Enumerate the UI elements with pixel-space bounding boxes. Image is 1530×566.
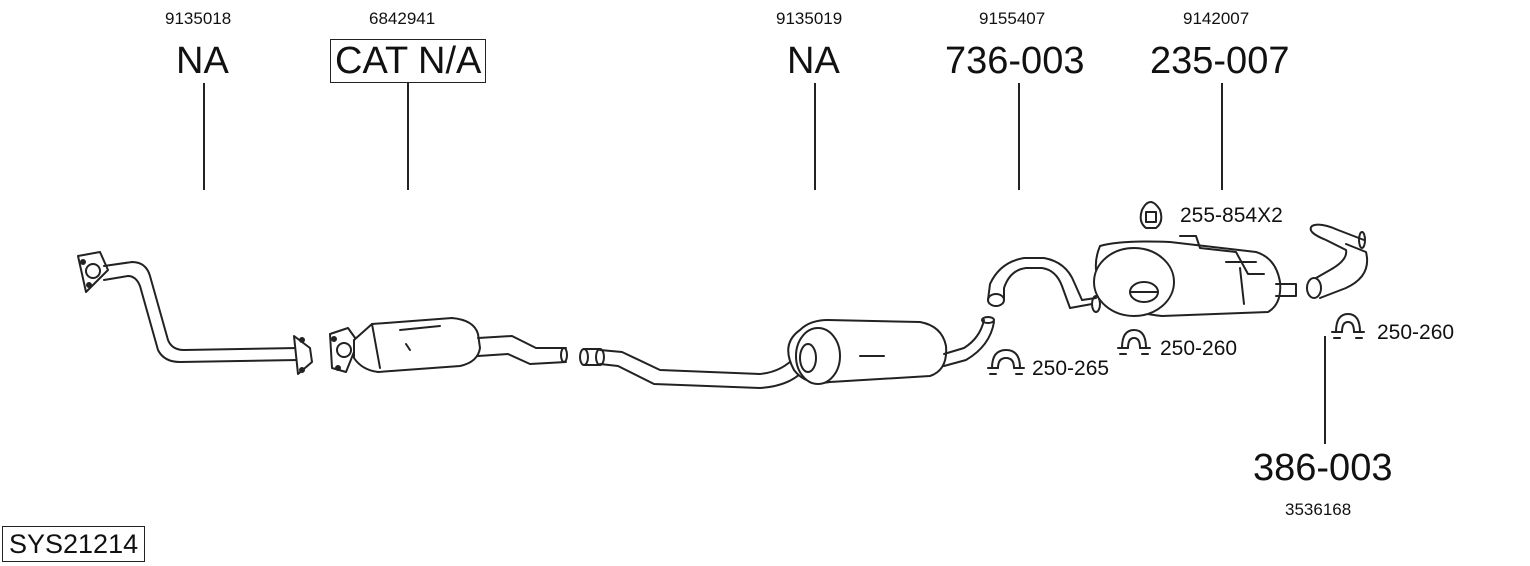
part-code[interactable]: NA [176, 40, 229, 82]
leader-line [1018, 83, 1020, 190]
clamp-label[interactable]: 250-265 [1032, 357, 1110, 380]
part-ref-number: 3536168 [1285, 500, 1352, 519]
part-ref-number: 9135018 [165, 9, 232, 28]
middle-silencer-pipe [579, 316, 995, 389]
front-pipe [77, 251, 313, 375]
catalytic-converter [329, 317, 568, 373]
clamp-label[interactable]: 250-260 [1160, 337, 1238, 360]
part-code[interactable]: 386-003 [1253, 447, 1393, 489]
tailpipe [1306, 223, 1368, 299]
hanger-label[interactable]: 255-854X2 [1180, 204, 1283, 227]
part-ref-number: 9135019 [776, 9, 843, 28]
leader-line [1324, 336, 1326, 444]
leader-line [407, 83, 409, 190]
part-code[interactable]: NA [787, 40, 840, 82]
hanger-icon [1139, 201, 1163, 229]
clamp-icon-250-260-a [1117, 329, 1151, 355]
part-code-boxed[interactable]: CAT N/A [330, 39, 487, 83]
system-id-label: SYS21214 [2, 526, 146, 562]
part-code[interactable]: 235-007 [1150, 40, 1290, 82]
clamp-icon-250-265 [987, 349, 1025, 375]
clamp-label[interactable]: 250-260 [1377, 321, 1455, 344]
leader-line [1221, 83, 1223, 190]
centre-pipe [987, 257, 1101, 313]
leader-line [203, 83, 205, 190]
part-ref-number: 9155407 [979, 9, 1046, 28]
part-ref-number: 6842941 [369, 9, 436, 28]
clamp-icon-250-260-b [1331, 313, 1365, 339]
part-code[interactable]: 736-003 [945, 40, 1085, 82]
leader-line [814, 83, 816, 190]
rear-silencer [1093, 235, 1297, 317]
part-ref-number: 9142007 [1183, 9, 1250, 28]
